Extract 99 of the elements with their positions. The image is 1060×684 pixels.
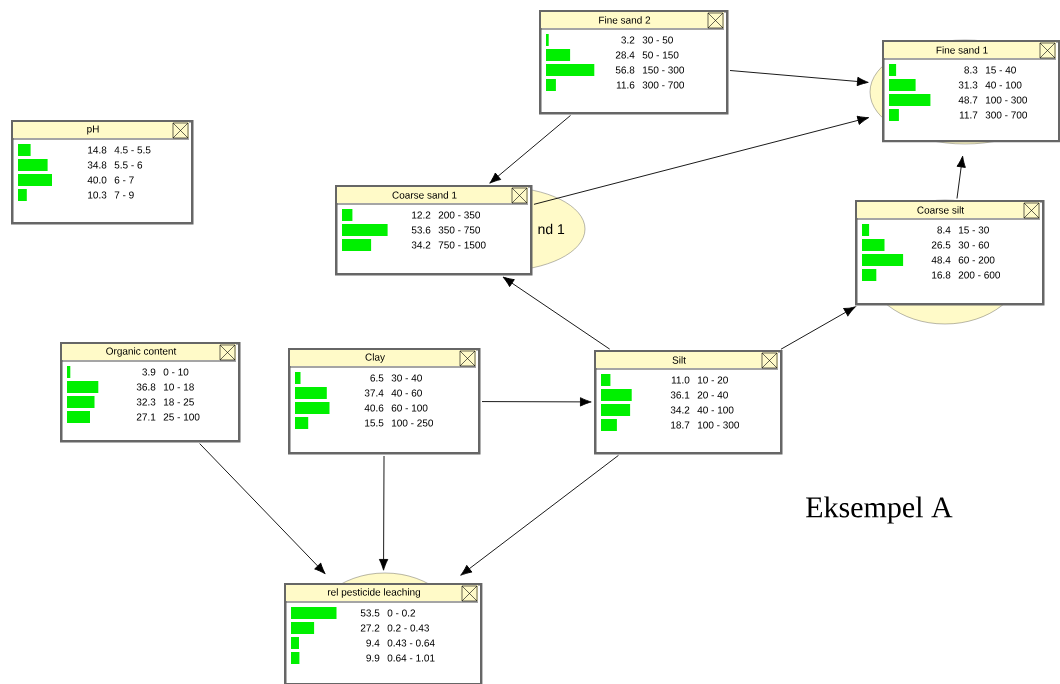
probability-value: 9.4 <box>366 639 380 647</box>
probability-value: 36.1 <box>670 391 690 399</box>
probability-value: 16.8 <box>932 271 951 279</box>
probability-value: 28.4 <box>615 51 635 59</box>
probability-value: 40.0 <box>87 176 107 184</box>
probability-value: 11.6 <box>616 81 635 89</box>
arrow <box>460 454 619 576</box>
node-title: Organic content <box>106 347 177 357</box>
state-range: 25 - 100 <box>163 413 200 421</box>
probability-value: 32.3 <box>136 398 156 406</box>
monitor-window <box>60 342 241 443</box>
state-range: 40 - 60 <box>391 389 422 397</box>
node-title: Coarse sand 1 <box>392 191 457 199</box>
probability-value: 15.5 <box>365 419 384 427</box>
caption-text: Eksempel A <box>806 496 953 524</box>
state-range: 5.5 - 6 <box>114 161 143 169</box>
arrow <box>489 115 571 184</box>
state-range: 100 - 250 <box>392 419 434 427</box>
monitor-window <box>284 572 483 684</box>
state-range: 18 - 25 <box>164 398 194 406</box>
state-range: 350 - 750 <box>438 226 481 234</box>
state-range: 6 - 7 <box>114 176 134 184</box>
probability-value: 27.2 <box>360 624 380 632</box>
state-range: 15 - 30 <box>958 226 989 234</box>
arrow <box>502 276 611 350</box>
probability-value: 18.7 <box>671 421 690 429</box>
state-range: 40 - 100 <box>697 406 734 414</box>
state-range: 15 - 40 <box>985 66 1016 74</box>
state-range: 300 - 700 <box>642 81 685 89</box>
ellipse-label: nd 1 <box>538 223 565 235</box>
probability-value: 40.6 <box>364 404 384 412</box>
probability-value: 56.8 <box>615 66 635 74</box>
arrow <box>956 155 966 199</box>
node-title: Clay <box>365 353 385 363</box>
probability-value: 10.3 <box>88 191 107 199</box>
state-range: 100 - 300 <box>697 421 740 429</box>
probability-value: 34.2 <box>670 406 690 414</box>
probability-value: 31.3 <box>958 81 978 89</box>
state-range: 60 - 200 <box>958 256 995 264</box>
probability-value: 11.7 <box>959 111 978 119</box>
probability-value: 11.0 <box>671 376 690 384</box>
arrow <box>533 115 870 205</box>
probability-value: 26.5 <box>931 241 951 249</box>
arrow <box>378 455 389 571</box>
arrow <box>481 397 592 407</box>
state-range: 100 - 300 <box>985 96 1028 104</box>
probability-value: 53.5 <box>360 609 380 617</box>
state-range: 7 - 9 <box>114 191 134 199</box>
monitor-window <box>11 120 194 225</box>
monitor-window <box>335 185 586 276</box>
state-range: 0.2 - 0.43 <box>387 624 429 632</box>
state-range: 0 - 0.2 <box>387 609 416 617</box>
probability-value: 3.2 <box>621 36 635 44</box>
state-range: 50 - 150 <box>642 51 679 59</box>
node-title: Coarse silt <box>917 206 965 214</box>
state-range: 4.5 - 5.5 <box>114 146 151 154</box>
node-title: Fine sand 1 <box>936 46 988 54</box>
node-title: pH <box>87 125 99 135</box>
probability-value: 6.5 <box>370 374 384 382</box>
probability-value: 14.8 <box>88 146 107 154</box>
monitor-window <box>288 348 481 455</box>
node-title: Silt <box>672 356 686 364</box>
state-range: 10 - 20 <box>697 376 728 384</box>
probability-value: 3.9 <box>142 368 156 376</box>
probability-value: 48.7 <box>958 96 978 104</box>
state-range: 200 - 600 <box>958 271 1001 279</box>
probability-value: 37.4 <box>364 389 384 397</box>
state-range: 30 - 40 <box>391 374 422 382</box>
monitor-window <box>594 350 783 455</box>
state-range: 0 - 10 <box>163 368 189 376</box>
arrow <box>729 70 869 87</box>
state-range: 10 - 18 <box>164 383 194 391</box>
node-title: Fine sand 2 <box>599 16 651 24</box>
state-range: 0.43 - 0.64 <box>387 639 435 647</box>
probability-value: 34.2 <box>411 241 431 249</box>
state-range: 750 - 1500 <box>438 241 486 249</box>
probability-value: 9.9 <box>366 654 380 662</box>
monitor-window <box>869 39 1060 145</box>
node-title: rel pesticide leaching <box>327 588 421 598</box>
state-range: 300 - 700 <box>985 111 1028 119</box>
probability-value: 34.8 <box>87 161 107 169</box>
state-range: 60 - 100 <box>391 404 428 412</box>
probability-value: 12.2 <box>412 211 431 219</box>
state-range: 30 - 60 <box>958 241 989 249</box>
probability-value: 27.1 <box>136 413 156 421</box>
state-range: 20 - 40 <box>697 391 728 399</box>
state-range: 150 - 300 <box>642 66 685 74</box>
arrow <box>780 306 856 350</box>
probability-value: 8.3 <box>964 66 978 74</box>
state-range: 40 - 100 <box>985 81 1022 89</box>
probability-value: 53.6 <box>411 226 431 234</box>
probability-value: 8.4 <box>937 226 951 234</box>
state-range: 0.64 - 1.01 <box>387 654 435 662</box>
state-range: 30 - 50 <box>642 36 673 44</box>
state-range: 200 - 350 <box>438 211 481 219</box>
monitor-window <box>539 10 729 115</box>
probability-value: 36.8 <box>136 383 156 391</box>
arrow <box>199 443 326 575</box>
probability-value: 48.4 <box>931 256 951 264</box>
